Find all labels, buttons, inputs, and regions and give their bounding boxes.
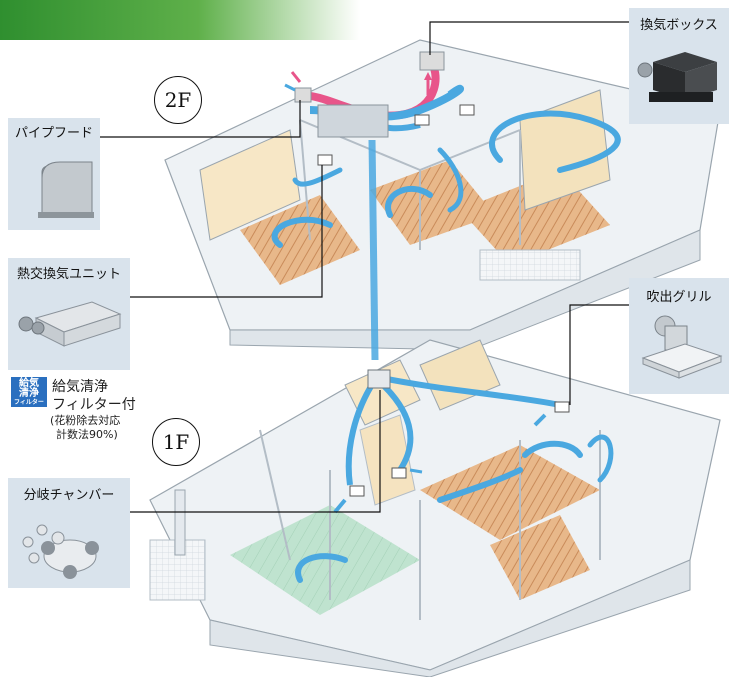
ventilation-box-callout: 換気ボックス [629, 8, 729, 124]
floor-2f-label: 2F [154, 76, 202, 124]
filter-note-line4: 計数法90%) [56, 428, 118, 441]
leader-lines [100, 21, 629, 513]
filter-badge-line1: 給気 [19, 378, 39, 389]
pipe-hood-label: パイプフード [14, 126, 93, 141]
branch-chamber-label: 分岐チャンバー [23, 488, 115, 503]
heat-exchange-unit-callout: 熱交換気ユニット [8, 258, 130, 370]
second-floor [164, 39, 721, 351]
header-band [0, 0, 360, 40]
pipe-hood-icon [38, 161, 94, 218]
heat-exchange-unit-icon [18, 301, 122, 347]
heat-exchange-unit-label: 熱交換気ユニット [16, 267, 121, 282]
pipe-hood-callout: パイプフード [8, 118, 100, 230]
outlet-grille-label: 吹出グリル [646, 290, 712, 305]
floor-1f-label: 1F [152, 418, 200, 466]
branch-chamber-callout: 分岐チャンバー [8, 478, 130, 588]
riser-duct [368, 139, 379, 361]
filter-note-line3: (花粉除去対応 [50, 414, 121, 427]
filter-badge-line2: 清浄 [19, 388, 39, 399]
filter-note-line2: フィルター付 [52, 397, 136, 413]
filter-note-line1: 給気清浄 [52, 379, 108, 395]
ventilation-box-icon [637, 52, 717, 102]
outlet-grille-icon [641, 315, 723, 379]
branch-chamber-icon [22, 524, 99, 579]
ventilation-box-label: 換気ボックス [640, 18, 718, 33]
filter-badge-line3: フィルター [14, 399, 44, 406]
filter-badge: 給気 清浄 フィルター [11, 377, 47, 407]
first-floor [149, 339, 721, 677]
outlet-grille-callout: 吹出グリル [629, 278, 729, 394]
